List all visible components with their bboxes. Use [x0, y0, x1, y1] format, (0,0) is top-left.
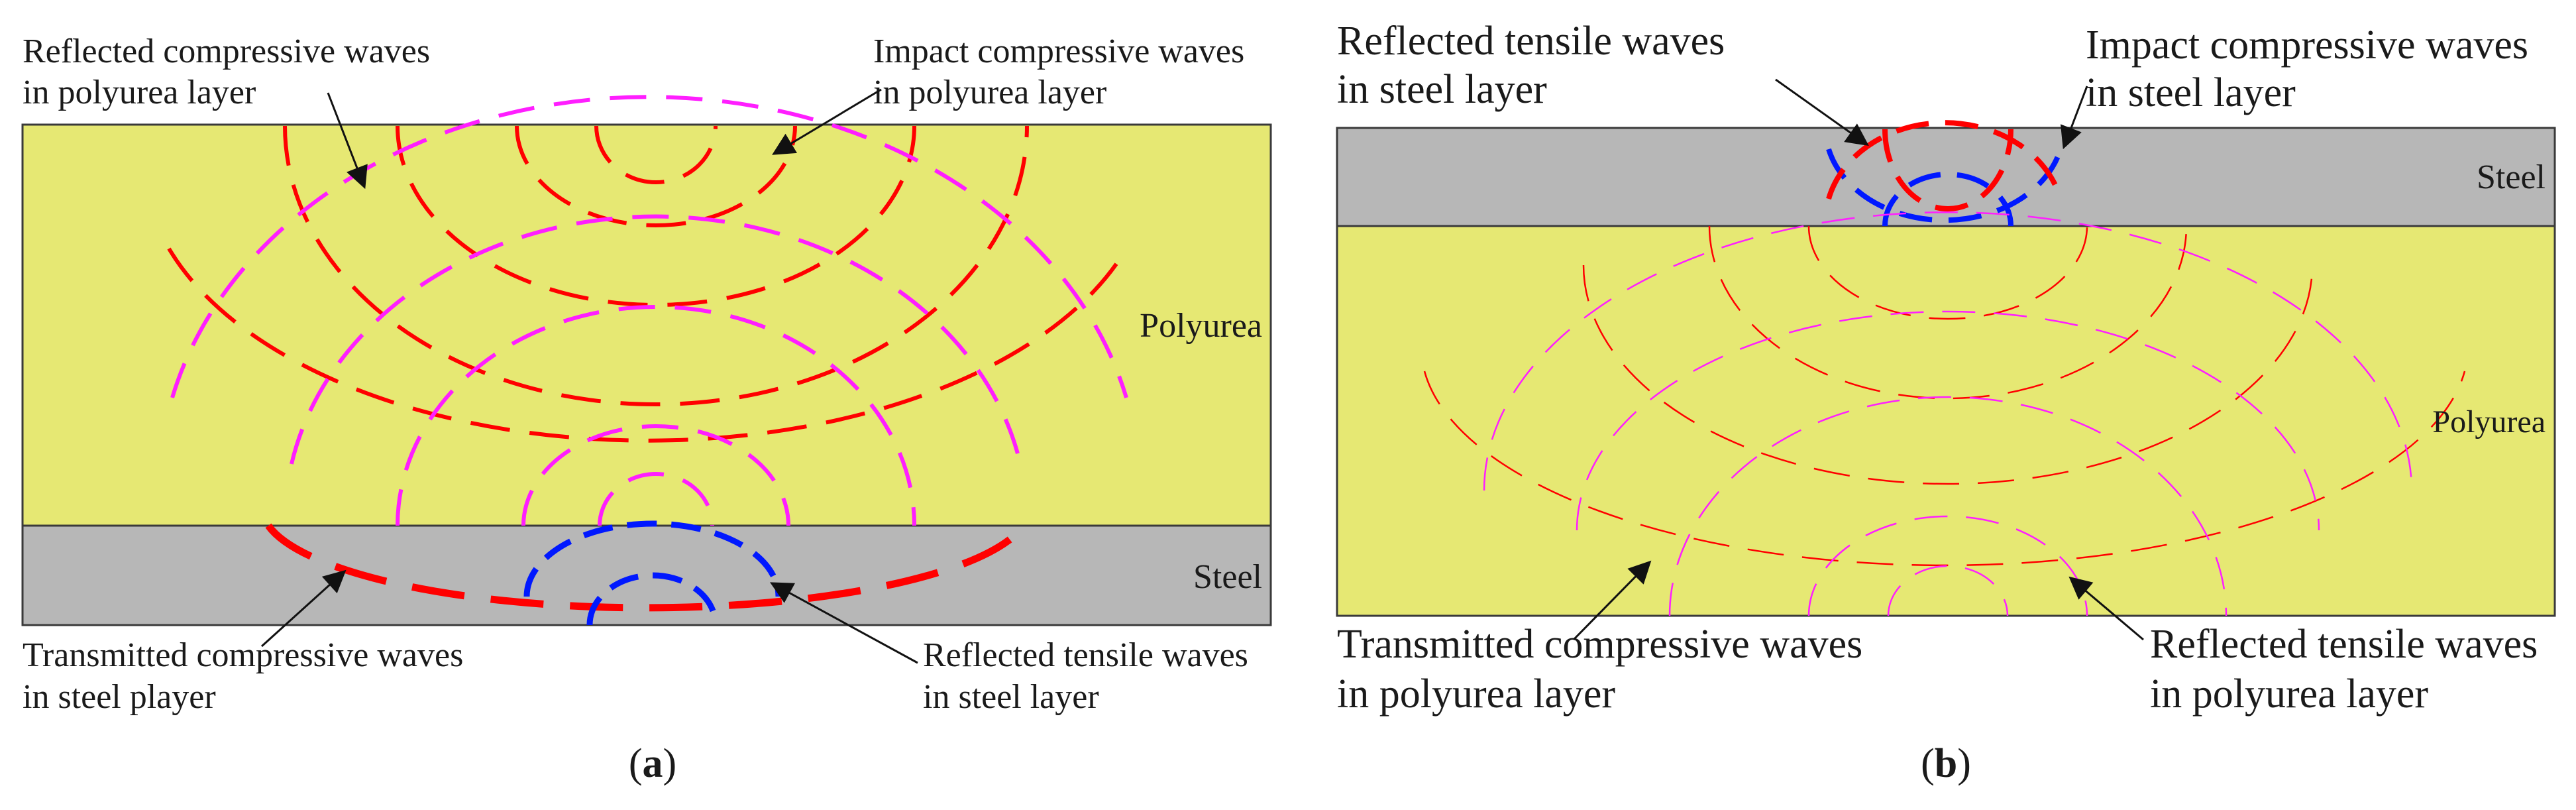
panel-a-transmitted-compressive-line1: Transmitted compressive waves	[23, 636, 463, 674]
panel-b-arrow-reflected-tensile-poly	[2068, 576, 2144, 641]
panel-a-reflected-wave-1	[598, 472, 714, 526]
panel-b-caption: (b)	[1921, 741, 1971, 786]
panel-b-reflected-wave-3	[1668, 396, 2227, 616]
panel-b-wavefronts	[1423, 120, 2466, 616]
panel-b-transmitted-compressive-line1: Transmitted compressive waves	[1337, 622, 1862, 667]
panel-b-reflected-tensile-poly-line2: in polyurea layer	[2150, 671, 2428, 717]
panel-b-tensile-wave-steel-2	[1826, 120, 2063, 200]
panel-a-steel-layer	[21, 524, 1272, 626]
panel-b-polyurea-layer	[1336, 225, 2556, 617]
panel-a-impact-wave-2	[515, 125, 797, 227]
panel-a-reflected-compressive-line2: in polyurea layer	[23, 74, 256, 111]
panel-b-impact-compressive-line2: in steel layer	[2086, 70, 2296, 115]
panel-b-tensile-wave-steel-1	[1882, 172, 2013, 227]
panel-a-arrow-reflected-compressive	[327, 92, 368, 190]
panel-b-transmitted-wave-3	[1582, 264, 2314, 485]
panel-a-impact-wave-3	[396, 125, 916, 307]
panel-b-reflected-wave-4	[1576, 310, 2320, 531]
panel-a-reflected-compressive-line1: Reflected compressive waves	[23, 32, 430, 70]
panel-a-polyurea-label: Polyurea	[1140, 307, 1262, 345]
panel-b-reflected-wave-1	[1887, 565, 2009, 616]
panel-a-tensile-wave-1	[586, 572, 719, 626]
panel-b-impact-wave-steel-2	[1826, 148, 2063, 223]
panel-b-transmitted-compressive-line2: in polyurea layer	[1337, 671, 1615, 717]
panel-b-arrow-reflected-tensile-steel	[1775, 78, 1869, 146]
panel-a-caption: (a)	[629, 741, 676, 786]
panel-a-reflected-wave-2	[521, 424, 790, 526]
panel-b-arrow-transmitted	[1572, 560, 1652, 641]
panel-b-reflected-tensile-poly-line1: Reflected tensile waves	[2150, 622, 2538, 667]
panel-a-reflected-wave-5	[170, 95, 1128, 398]
panel-a-reflected-wave-4	[290, 214, 1022, 465]
panel-b-reflected-wave-2	[1807, 515, 2088, 616]
panel-b-transmitted-wave-2	[1708, 225, 2188, 400]
panel-b-reflected-tensile-steel-line1: Reflected tensile waves	[1337, 19, 1725, 64]
panel-a-polyurea-layer	[21, 123, 1272, 527]
panel-b-reflected-wave-5	[1483, 211, 2413, 491]
panel-a-tensile-wave-2	[523, 520, 782, 597]
panel-a: Polyurea Steel Reflected compressive wav…	[21, 32, 1272, 786]
panel-b-caption-letter: b	[1935, 741, 1957, 786]
panel-b-reflected-tensile-steel-line2: in steel layer	[1337, 67, 1547, 112]
panel-a-reflected-wave-3	[396, 305, 916, 526]
panel-a-arrow-reflected-tensile	[770, 582, 918, 664]
panel-a-impact-wave-5	[167, 247, 1128, 443]
panel-a-impact-wave-4	[283, 125, 1029, 406]
panel-b: Steel Polyurea Reflected tensile waves i…	[1336, 19, 2556, 786]
panel-a-transmitted-compressive-line2: in steel player	[23, 678, 216, 716]
panel-a-reflected-tensile-line2: in steel layer	[923, 678, 1099, 716]
panel-a-impact-compressive-line1: Impact compressive waves	[873, 32, 1244, 70]
panel-b-impact-wave-steel-1	[1882, 129, 2013, 211]
panel-a-impact-compressive-line2: in polyurea layer	[873, 74, 1106, 111]
panel-b-steel-label: Steel	[2477, 158, 2546, 196]
panel-a-impact-wave-1	[594, 125, 718, 184]
panel-a-arrow-transmitted	[260, 569, 347, 648]
panel-a-arrow-impact-compressive	[772, 88, 882, 155]
panel-b-transmitted-wave-1	[1807, 225, 2088, 320]
panel-a-caption-letter: a	[643, 741, 663, 786]
panel-b-arrow-impact-compressive	[2060, 86, 2088, 150]
panel-b-impact-compressive-line1: Impact compressive waves	[2086, 23, 2528, 68]
panel-a-reflected-tensile-line1: Reflected tensile waves	[923, 636, 1248, 674]
panel-b-polyurea-label: Polyurea	[2432, 404, 2546, 439]
panel-a-wavefronts	[167, 95, 1128, 626]
panel-a-steel-label: Steel	[1193, 558, 1262, 596]
